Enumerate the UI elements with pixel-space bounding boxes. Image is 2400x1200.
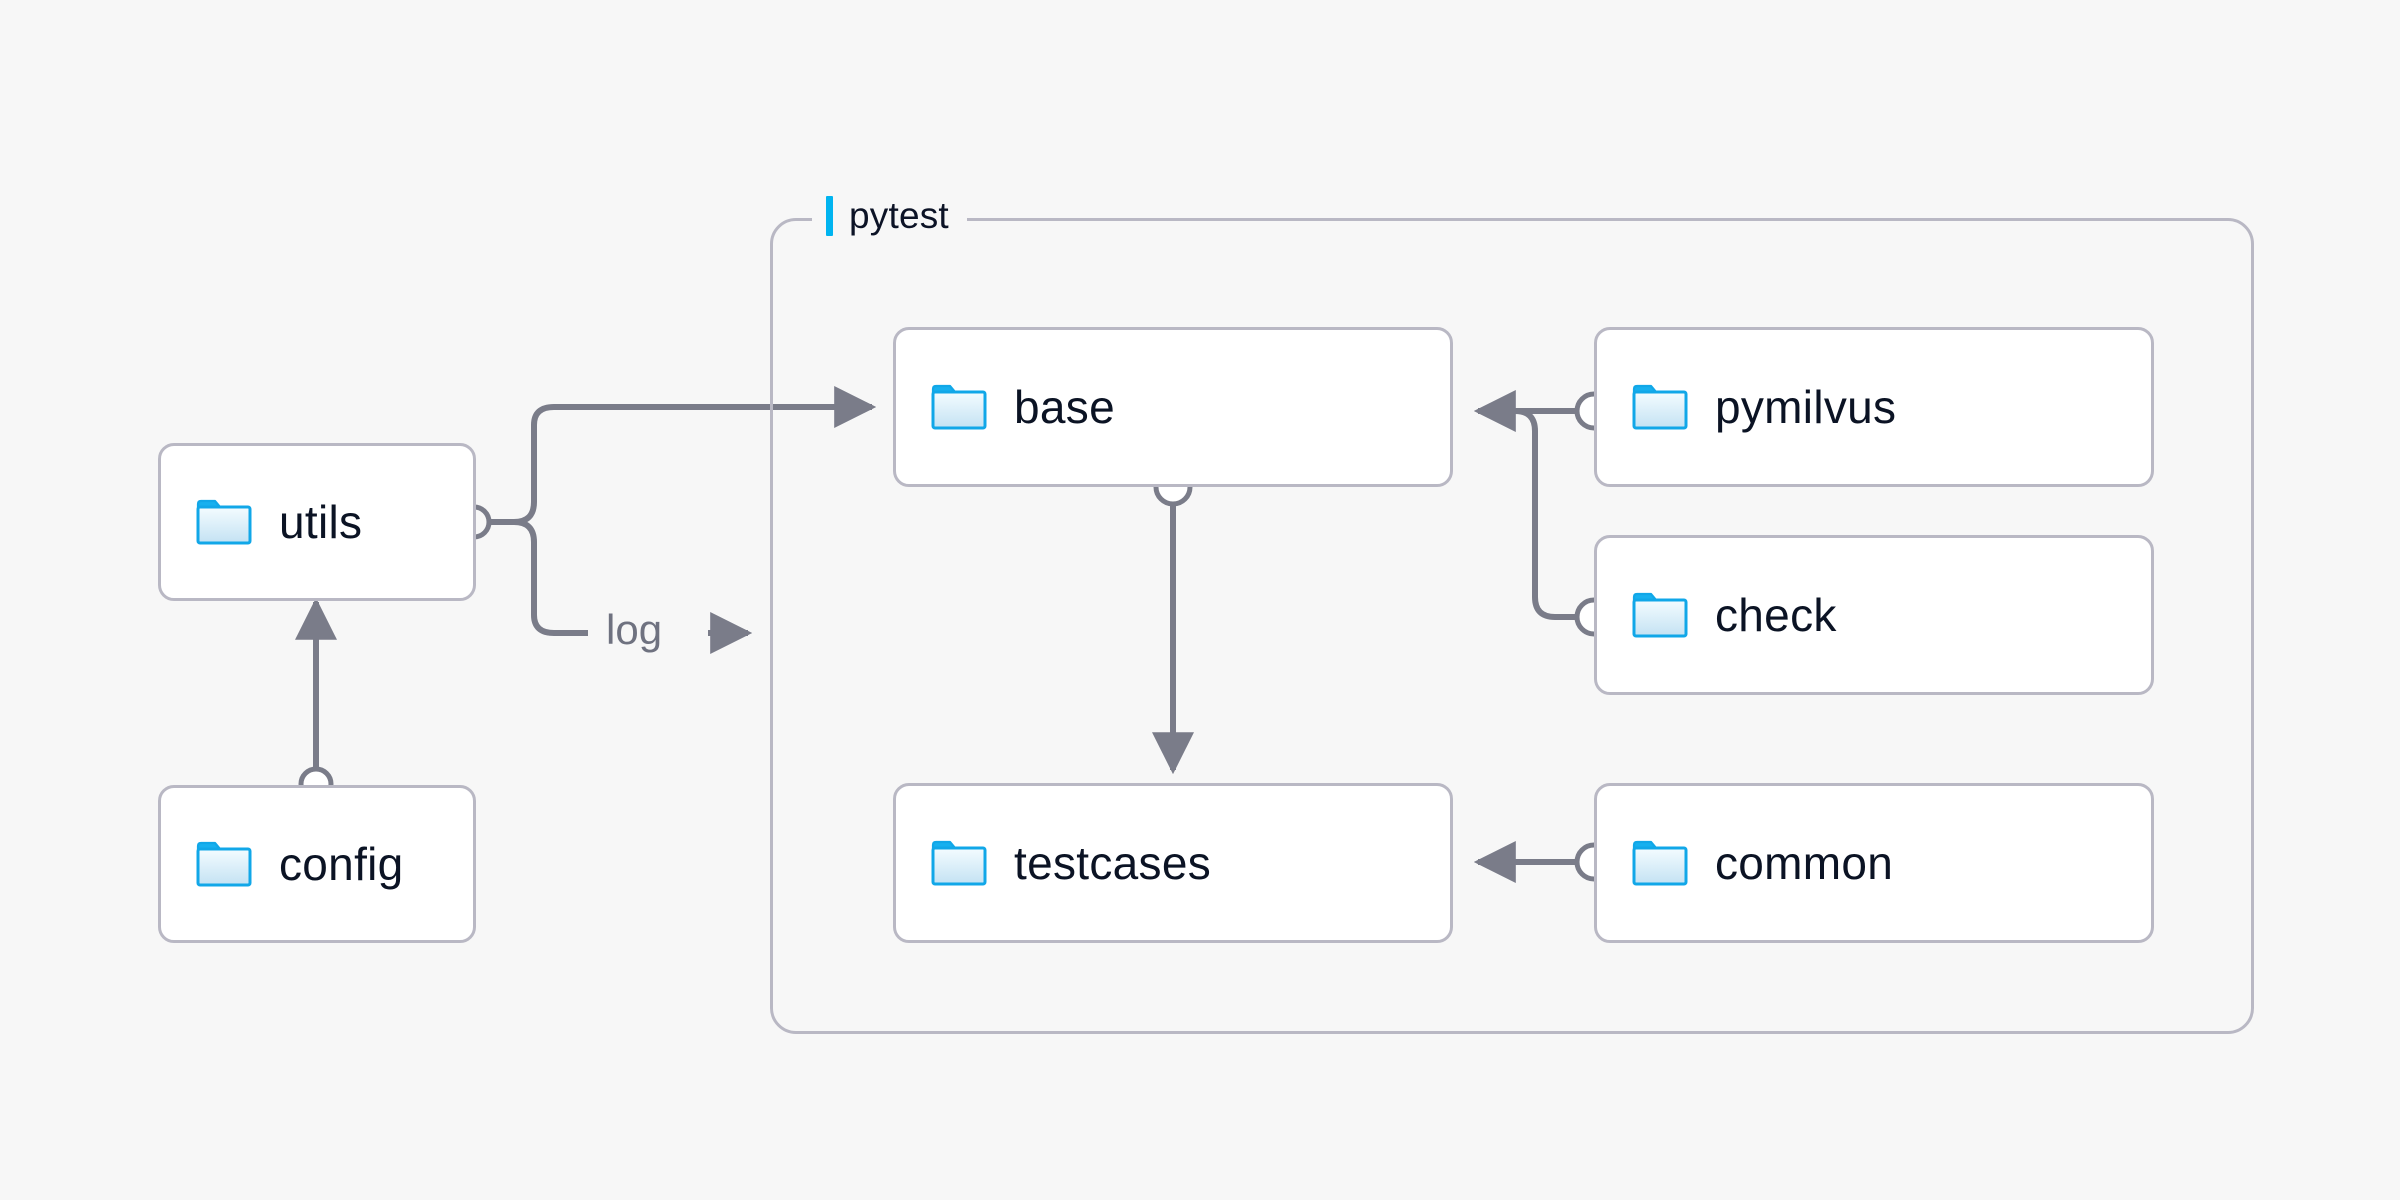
- folder-icon: [931, 840, 987, 886]
- node-common-content: common: [1631, 836, 1893, 890]
- node-utils-content: utils: [195, 495, 362, 549]
- node-pymilvus[interactable]: pymilvus: [1594, 327, 2154, 487]
- node-testcases-label: testcases: [1014, 837, 1212, 889]
- folder-icon: [1632, 840, 1688, 886]
- node-testcases-content: testcases: [930, 836, 1211, 890]
- edge-label-log: log: [600, 606, 669, 654]
- folder-icon: [196, 499, 252, 545]
- node-base-content: base: [930, 380, 1115, 434]
- node-utils-label: utils: [279, 496, 363, 548]
- node-common-label: common: [1715, 837, 1894, 889]
- node-config-content: config: [195, 837, 404, 891]
- node-testcases[interactable]: testcases: [893, 783, 1453, 943]
- node-config-label: config: [279, 838, 404, 890]
- node-base-label: base: [1014, 381, 1115, 433]
- pytest-group-label: pytest: [812, 190, 967, 242]
- node-check[interactable]: check: [1594, 535, 2154, 695]
- node-check-content: check: [1631, 588, 1837, 642]
- node-check-label: check: [1715, 589, 1837, 641]
- node-common[interactable]: common: [1594, 783, 2154, 943]
- node-base[interactable]: base: [893, 327, 1453, 487]
- folder-icon: [931, 384, 987, 430]
- group-label-text: pytest: [849, 195, 949, 236]
- edge-utils-log: [474, 519, 588, 636]
- group-accent-bar: [826, 196, 833, 236]
- node-pymilvus-label: pymilvus: [1715, 381, 1897, 433]
- node-pymilvus-content: pymilvus: [1631, 380, 1896, 434]
- pytest-group-container: [770, 218, 2254, 1034]
- folder-icon: [196, 841, 252, 887]
- folder-icon: [1632, 384, 1688, 430]
- node-config[interactable]: config: [158, 785, 476, 943]
- node-utils[interactable]: utils: [158, 443, 476, 601]
- folder-icon: [1632, 592, 1688, 638]
